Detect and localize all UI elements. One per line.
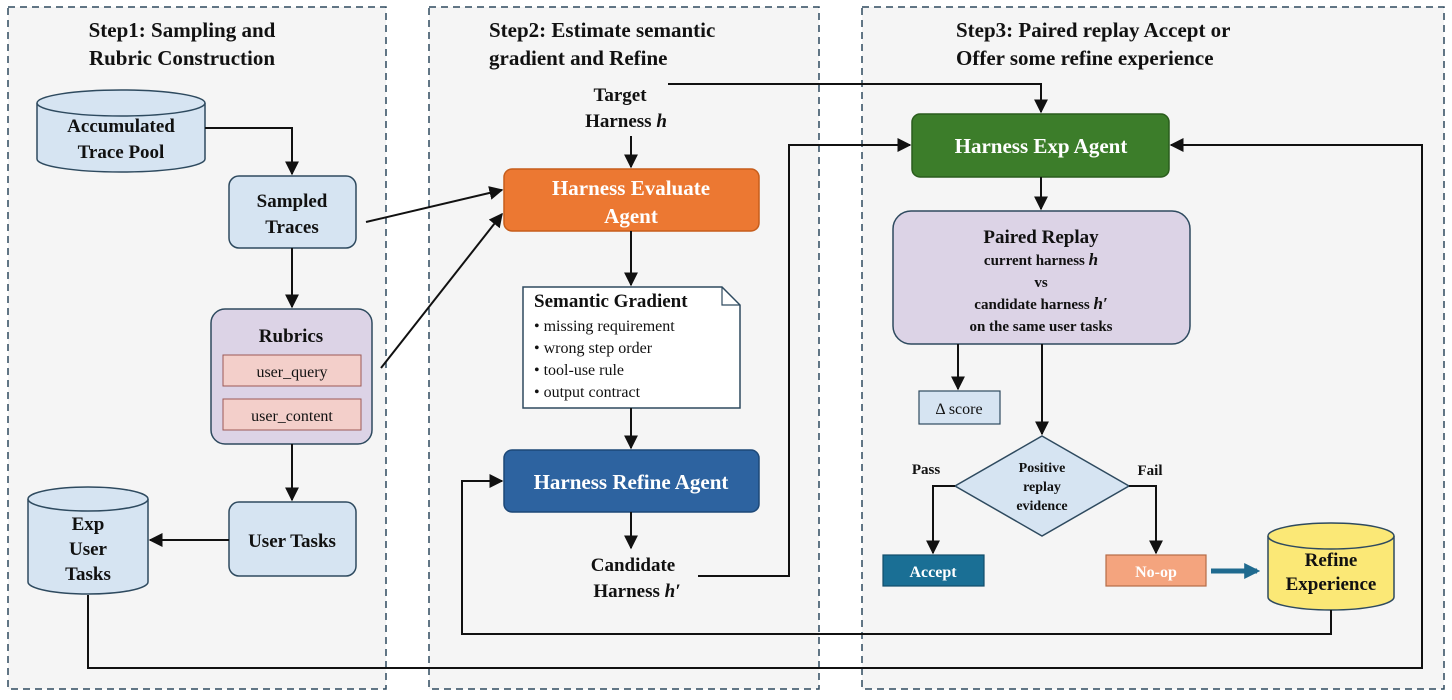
harness-evaluate-agent-box: Harness Evaluate Agent	[503, 168, 760, 232]
paired-replay-box: Paired Replay current harness h vs candi…	[892, 210, 1191, 345]
panel-step1-title-line1: Step1: Sampling and	[89, 18, 276, 42]
semantic-gradient-note: Semantic Gradient • missing requirement …	[522, 286, 741, 409]
refine-experience-cylinder: Refine Experience	[1267, 522, 1395, 611]
candidate-harness-word: Harness	[593, 581, 664, 602]
panel-step3-title-line2: Offer some refine experience	[956, 46, 1214, 70]
rubrics-box: Rubrics user_query user_content	[210, 308, 373, 445]
arrow-decision-to-noop	[1129, 485, 1163, 555]
harness-exp-agent-label: Harness Exp Agent	[955, 134, 1128, 158]
harness-exp-agent-box: Harness Exp Agent	[911, 113, 1170, 178]
refine-experience-line1: Refine	[1305, 550, 1358, 571]
decision-line2: replay	[1023, 480, 1061, 495]
connectors	[87, 83, 1423, 669]
pass-label: Pass	[912, 462, 941, 478]
user-tasks-box: User Tasks	[228, 501, 357, 577]
paired-replay-line2: vs	[1034, 275, 1048, 291]
paired-replay-title: Paired Replay	[983, 227, 1099, 248]
arrow-rubrics-to-evaluate	[380, 212, 503, 369]
semantic-gradient-title: Semantic Gradient	[534, 291, 688, 312]
harness-refine-agent-label: Harness Refine Agent	[534, 470, 729, 494]
arrow-experience-to-refine	[461, 474, 1332, 635]
candidate-harness-line2: Harness h′	[593, 581, 680, 602]
candidate-harness-line1: Candidate	[591, 555, 675, 576]
refine-experience-line2: Experience	[1286, 574, 1377, 595]
harness-evaluate-agent-line1: Harness Evaluate	[552, 176, 710, 200]
decision-line1: Positive	[1019, 461, 1066, 476]
harness-refine-agent-box: Harness Refine Agent	[503, 449, 760, 513]
semantic-gradient-item-4: • output contract	[534, 384, 641, 401]
accept-box: Accept	[882, 554, 985, 587]
fail-label: Fail	[1138, 463, 1163, 479]
exp-user-tasks-cylinder: Exp User Tasks	[27, 486, 149, 595]
panel-step1-title-line2: Rubric Construction	[89, 46, 275, 70]
paired-replay-line1-var: h	[1089, 250, 1098, 269]
target-harness-line2: Harness h	[585, 111, 667, 132]
target-harness-line1: Target	[593, 85, 647, 106]
trace-pool-label-line2: Trace Pool	[78, 142, 165, 163]
decision-line3: evidence	[1016, 499, 1067, 514]
target-harness-word: Harness	[585, 111, 656, 132]
noop-box: No-op	[1105, 554, 1207, 587]
user-tasks-label: User Tasks	[248, 531, 336, 552]
accept-label: Accept	[909, 564, 957, 581]
harness-evaluate-agent-line2: Agent	[604, 204, 658, 228]
noop-label: No-op	[1135, 564, 1177, 581]
trace-pool-label-line1: Accumulated	[67, 116, 175, 137]
panel-step2-title-line2: gradient and Refine	[489, 46, 668, 70]
exp-user-tasks-line3: Tasks	[65, 564, 111, 585]
sampled-traces-label-line1: Sampled	[257, 191, 328, 212]
rubric-item-user-query: user_query	[256, 364, 327, 381]
arrow-pool-to-sampled	[205, 127, 299, 176]
paired-replay-line3-var: h′	[1093, 294, 1107, 313]
paired-replay-line3: candidate harness h′	[974, 294, 1107, 313]
panel-step2-title-line1: Step2: Estimate semantic	[489, 18, 715, 42]
delta-score-label: Δ score	[935, 401, 982, 418]
panel-step3-title-line1: Step3: Paired replay Accept or	[956, 18, 1231, 42]
target-harness-label: Target Harness h	[585, 85, 667, 132]
delta-score-box: Δ score	[918, 390, 1001, 425]
paired-replay-line4: on the same user tasks	[969, 319, 1112, 335]
arrow-decision-to-accept	[926, 485, 955, 555]
paired-replay-line3-text: candidate harness	[974, 297, 1093, 313]
arrow-sampled-to-evaluate	[365, 186, 504, 223]
arrow-candidate-to-exp-agent	[698, 138, 912, 577]
decision-diamond: Positive replay evidence	[953, 435, 1131, 537]
candidate-harness-var: h′	[665, 581, 681, 602]
trace-pool-cylinder: Accumulated Trace Pool	[36, 89, 206, 173]
exp-user-tasks-line2: User	[69, 539, 108, 560]
exp-user-tasks-line1: Exp	[72, 514, 105, 535]
semantic-gradient-item-1: • missing requirement	[534, 318, 675, 335]
sampled-traces-box: Sampled Traces	[228, 175, 357, 249]
rubrics-title: Rubrics	[259, 326, 323, 347]
semantic-gradient-item-2: • wrong step order	[534, 340, 653, 357]
arrow-target-to-exp-agent	[668, 83, 1048, 114]
candidate-harness-label: Candidate Harness h′	[591, 555, 681, 602]
paired-replay-line1: current harness h	[984, 250, 1098, 269]
arrow-exp-tasks-to-exp-agent	[87, 138, 1423, 669]
sampled-traces-label-line2: Traces	[265, 217, 318, 238]
target-harness-var: h	[656, 111, 667, 132]
semantic-gradient-item-3: • tool-use rule	[534, 362, 624, 379]
rubric-item-user-content: user_content	[251, 408, 333, 425]
paired-replay-line1-text: current harness	[984, 253, 1089, 269]
